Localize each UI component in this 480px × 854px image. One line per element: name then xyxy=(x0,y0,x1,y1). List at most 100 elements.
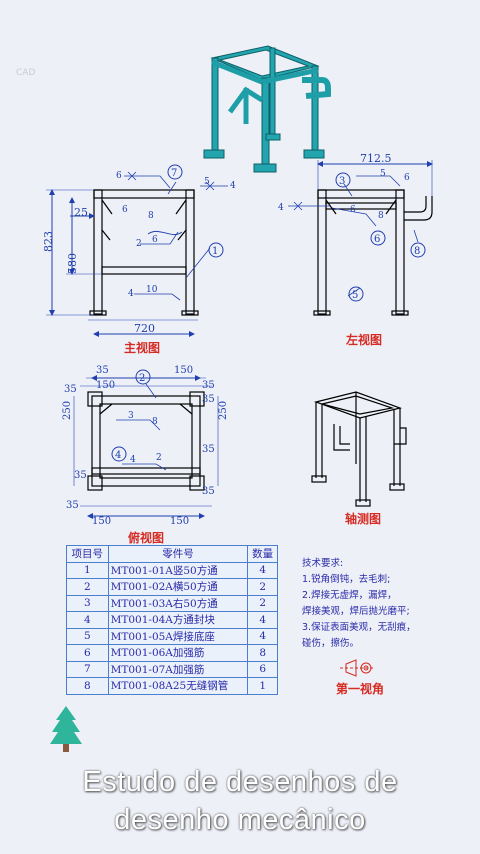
balloon-8-left: 8 xyxy=(414,246,420,257)
table-row: 2 MT001-02A横50方通 2 xyxy=(66,578,278,596)
requirement-line: 3.保证表面美观，无刮痕， xyxy=(302,622,416,633)
row-part: MT001-03A右50方通 xyxy=(107,594,249,612)
balloon-3-left: 3 xyxy=(339,176,345,187)
requirement-line: 碰伤，擦伤。 xyxy=(302,638,360,649)
row-no: 6 xyxy=(66,644,109,662)
weld-label-4: 4 xyxy=(128,289,134,299)
isometric-render xyxy=(203,45,331,173)
dim-top-150b: 150 xyxy=(174,365,193,376)
row-no: 5 xyxy=(66,627,109,645)
dim-top-250a: 250 xyxy=(62,401,73,420)
balloon-6-left: 6 xyxy=(374,234,380,245)
row-part: MT001-06A加强筋 xyxy=(107,644,249,662)
header-part-no: 零件号 xyxy=(107,545,249,563)
caption-line-2: desenho mecânico xyxy=(114,804,366,836)
dim-top-35g: 35 xyxy=(66,500,79,511)
row-part: MT001-08A25无缝钢管 xyxy=(107,677,249,695)
table-row: 8 MT001-08A25无缝钢管 1 xyxy=(66,677,278,695)
dim-front-height: 823 xyxy=(42,231,55,252)
row-qty: 4 xyxy=(247,627,278,645)
weld-label-8c: 8 xyxy=(152,417,158,427)
row-part: MT001-04A方通封块 xyxy=(107,611,249,629)
dim-top-35c: 35 xyxy=(202,394,215,405)
row-no: 4 xyxy=(66,611,109,629)
weld-label-8b: 8 xyxy=(378,211,384,221)
table-row: 6 MT001-06A加强筋 8 xyxy=(66,644,278,662)
weld-label-6b: 6 xyxy=(122,205,128,215)
row-qty: 6 xyxy=(247,660,278,678)
row-part: MT001-02A横50方通 xyxy=(107,578,249,596)
row-qty: 8 xyxy=(247,644,278,662)
weld-label-6e: 6 xyxy=(350,205,356,215)
requirement-line: 2.焊接无虚焊，漏焊， xyxy=(302,590,397,601)
row-qty: 1 xyxy=(247,677,278,695)
left-view: 712.5 5 6 4 6 8 3 6 8 5 xyxy=(278,152,433,316)
dim-front-inner-height: 580 xyxy=(66,253,79,274)
table-row: 5 MT001-05A焊接底座 4 xyxy=(66,627,278,645)
table-row: 4 MT001-04A方通封块 4 xyxy=(66,611,278,629)
weld-label-4c: 4 xyxy=(278,203,284,213)
dim-top-35d: 35 xyxy=(64,384,77,395)
weld-label-8: 8 xyxy=(148,211,154,221)
dim-left-width: 712.5 xyxy=(360,152,392,165)
weld-label-4b: 4 xyxy=(230,181,236,191)
table-row: 3 MT001-03A右50方通 2 xyxy=(66,594,278,612)
row-qty: 2 xyxy=(247,594,278,612)
row-qty: 2 xyxy=(247,578,278,596)
weld-label-6d: 6 xyxy=(404,173,410,183)
table-header-row: 项目号 零件号 数量 xyxy=(66,545,278,563)
dim-top-150a: 150 xyxy=(96,380,115,391)
balloon-5-left: 5 xyxy=(352,290,358,301)
dim-front-width: 720 xyxy=(134,322,155,335)
projection-label: 第一视角 xyxy=(336,682,385,696)
weld-label-6c: 6 xyxy=(152,235,158,245)
requirements-title: 技术要求: xyxy=(302,558,344,569)
weld-label-10: 10 xyxy=(146,285,158,295)
top-view: 35 150 150 35 35 35 250 250 35 35 35 150… xyxy=(62,365,229,527)
row-no: 2 xyxy=(66,578,109,596)
top-balloons: 2 4 xyxy=(111,369,151,462)
weld-label-4d: 4 xyxy=(130,455,136,465)
dim-top-250b: 250 xyxy=(218,401,229,420)
front-balloons: 7 1 xyxy=(167,164,224,258)
dim-top-150d: 150 xyxy=(170,516,189,527)
row-qty: 4 xyxy=(247,561,278,579)
isometric-view xyxy=(311,391,407,507)
balloon-2-top: 2 xyxy=(139,373,145,384)
dim-top-35h: 35 xyxy=(202,486,215,497)
technical-requirements: 技术要求: 1.锐角倒钝，去毛刺; 2.焊接无虚焊，漏焊， 焊接美观，焊后抛光磨… xyxy=(302,556,452,652)
dim-top-35f: 35 xyxy=(202,444,215,455)
front-view: 823 580 25 720 6 6 8 2 6 4 10 5 4 7 xyxy=(42,164,236,337)
row-part: MT001-07A加强筋 xyxy=(107,660,249,678)
projection-symbol xyxy=(340,659,374,677)
weld-label-2b: 2 xyxy=(156,453,162,463)
header-qty: 数量 xyxy=(247,545,278,563)
dim-top-35e: 35 xyxy=(74,470,87,481)
requirement-line: 焊接美观，焊后抛光磨平; xyxy=(302,606,410,617)
row-no: 3 xyxy=(66,594,109,612)
row-part: MT001-01A竖50方通 xyxy=(107,561,249,579)
weld-label-6: 6 xyxy=(116,171,122,181)
weld-label-5: 5 xyxy=(204,177,210,187)
weld-label-2: 2 xyxy=(136,239,142,249)
table-row: 7 MT001-07A加强筋 6 xyxy=(66,660,278,678)
row-no: 8 xyxy=(66,677,109,695)
row-no: 7 xyxy=(66,660,109,678)
dim-top-35a: 35 xyxy=(96,365,109,376)
balloon-7-front: 7 xyxy=(171,168,177,179)
iso-view-title: 轴测图 xyxy=(345,512,382,526)
top-view-title: 俯视图 xyxy=(128,531,165,545)
left-view-title: 左视图 xyxy=(346,333,383,347)
dim-top-150c: 150 xyxy=(92,516,111,527)
balloon-1-front: 1 xyxy=(212,246,218,257)
watermark: CAD xyxy=(16,68,36,78)
balloon-4-top: 4 xyxy=(115,450,121,461)
tree-icon xyxy=(50,706,82,752)
weld-label-5b: 5 xyxy=(380,169,386,179)
header-item-no: 项目号 xyxy=(66,545,109,563)
requirement-line: 1.锐角倒钝，去毛刺; xyxy=(302,574,391,585)
left-balloons: 3 6 8 5 xyxy=(335,172,426,302)
weld-label-3: 3 xyxy=(128,411,134,421)
dim-front-top-offset: 25 xyxy=(74,206,88,219)
